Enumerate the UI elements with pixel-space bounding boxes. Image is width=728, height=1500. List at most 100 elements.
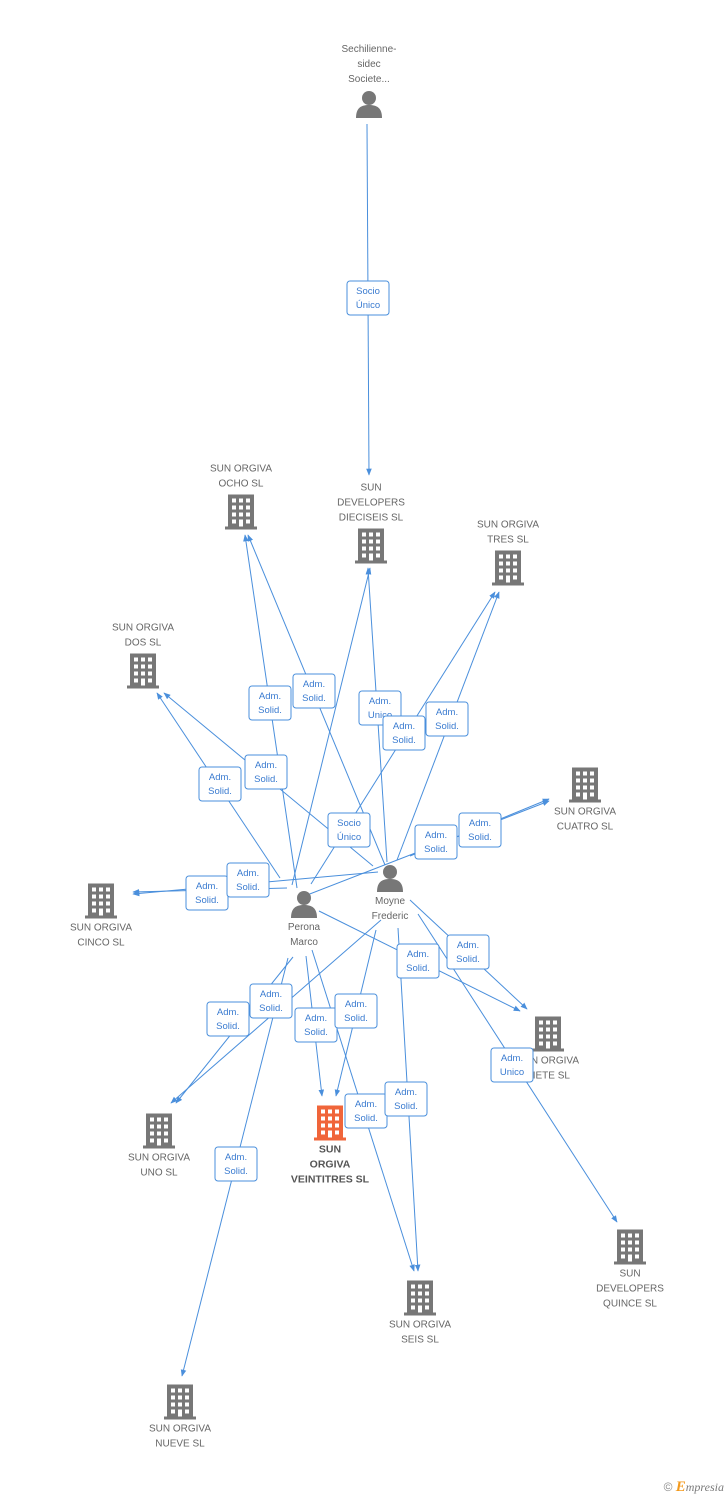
edge-label-perona-to-sun_orgiva_8[interactable]: Adm.Solid. xyxy=(248,685,292,721)
edge-label-line: Solid. xyxy=(424,844,448,855)
building-icon[interactable] xyxy=(614,1229,646,1265)
edge-label-box xyxy=(346,280,390,316)
edge-label-line: Adm. xyxy=(217,1007,239,1018)
person-icon[interactable] xyxy=(356,91,382,118)
building-icon[interactable] xyxy=(225,494,257,530)
edge-label-line: Solid. xyxy=(344,1013,368,1024)
building-icon[interactable] xyxy=(314,1105,346,1141)
node-label-line: DIECISEIS SL xyxy=(339,513,404,524)
edge-label-perona-to-sun_orgiva_4[interactable]: Adm.Solid. xyxy=(458,812,502,848)
building-icon[interactable] xyxy=(569,767,601,803)
building-icon[interactable] xyxy=(355,528,387,564)
edge-label-line: Adm. xyxy=(469,818,491,829)
edge-label-perona-to-sun_orgiva_7[interactable]: Adm.Solid. xyxy=(396,943,440,979)
edge-label-line: Solid. xyxy=(195,895,219,906)
edge-label-perona-to-sun_orgiva_9[interactable]: Adm. Solid. xyxy=(214,1146,258,1182)
edge-label-moyne-to-sun_dev_15[interactable]: Adm.Unico xyxy=(490,1047,534,1083)
edge-label-line: Solid. xyxy=(216,1021,240,1032)
node-label-line: sidec xyxy=(357,59,380,70)
person-icon[interactable] xyxy=(291,891,317,918)
edge-label-line: Solid. xyxy=(456,954,480,965)
node-label-line: Sechilienne- xyxy=(341,44,396,55)
building-icon[interactable] xyxy=(143,1113,175,1149)
edge-label-line: Adm. xyxy=(425,830,447,841)
edge-label-line: Adm. xyxy=(237,868,259,879)
building-icon[interactable] xyxy=(532,1016,564,1052)
node-label-line: SUN ORGIVA xyxy=(554,807,616,818)
edge-label-box xyxy=(334,993,378,1029)
person-icon[interactable] xyxy=(377,865,403,892)
building-icon[interactable] xyxy=(164,1384,196,1420)
node-label-line: NUEVE SL xyxy=(155,1439,205,1450)
edge-label-box xyxy=(206,1001,250,1037)
edge-label-moyne-to-sun_orgiva_3[interactable]: Adm.Solid. xyxy=(425,701,469,737)
node-label-line: SUN ORGIVA xyxy=(112,623,174,634)
edge-label-line: Adm. xyxy=(259,691,281,702)
node-sun_dev_16[interactable]: SUN DEVELOPERS DIECISEIS SL xyxy=(337,483,405,564)
edge-label-line: Solid. xyxy=(224,1166,248,1177)
edge-label-line: Adm. xyxy=(225,1152,247,1163)
node-label-line: SUN ORGIVA xyxy=(517,1056,579,1067)
edge-label-line: Solid. xyxy=(302,693,326,704)
edge-label-perona-to-sun_orgiva_23[interactable]: Adm.Solid. xyxy=(294,1007,338,1043)
node-sechilienne[interactable]: Sechilienne-sidecSociete... xyxy=(341,44,397,118)
edge-label-line: Solid. xyxy=(435,721,459,732)
edge-labels-layer: SocioÚnicoAdm.Solid.Adm.Solid.SocioÚnico… xyxy=(185,280,534,1182)
edge-label-box xyxy=(249,983,293,1019)
empresia-logo[interactable]: Empresia xyxy=(676,1479,724,1495)
edge-label-moyne-to-sun_orgiva_4[interactable]: Adm. Solid. xyxy=(414,824,458,860)
edge-label-moyne-to-sun_orgiva_5[interactable]: Adm.Solid. xyxy=(226,862,270,898)
building-icon[interactable] xyxy=(404,1280,436,1316)
edge-label-line: Adm. xyxy=(395,1087,417,1098)
edge-label-perona-to-sun_orgiva_6[interactable]: Adm.Solid. xyxy=(344,1093,388,1129)
edge-label-box xyxy=(446,934,490,970)
edge-label-line: Unico xyxy=(500,1067,524,1078)
node-label-line: SUN xyxy=(619,1269,640,1280)
node-label-line: Perona xyxy=(288,922,321,933)
edge-label-box xyxy=(292,673,336,709)
edge-label-moyne-to-sun_orgiva_1[interactable]: Adm.Solid. xyxy=(249,983,293,1019)
edge-label-line: Único xyxy=(337,832,361,843)
edge-label-line: Solid. xyxy=(254,774,278,785)
edge-label-line: Solid. xyxy=(259,1003,283,1014)
edge-label-moyne-to-sun_orgiva_2[interactable]: Adm.Solid. xyxy=(244,754,288,790)
edge-label-box xyxy=(382,715,426,751)
edge-label-perona-to-sun_orgiva_1[interactable]: Adm. Solid. xyxy=(206,1001,250,1037)
node-label-line: SUN xyxy=(360,483,381,494)
node-label-line: CINCO SL xyxy=(77,938,125,949)
edge-label-box xyxy=(384,1081,428,1117)
edge-label-perona-to-sun_orgiva_5[interactable]: Adm.Solid. xyxy=(185,875,229,911)
edge-label-perona-to-sun_orgiva_3[interactable]: Adm.Solid. xyxy=(382,715,426,751)
node-label-line: Marco xyxy=(290,937,318,948)
edge-label-line: Solid. xyxy=(208,786,232,797)
node-label-line: DEVELOPERS xyxy=(337,498,405,509)
edge-label-line: Solid. xyxy=(406,963,430,974)
building-icon[interactable] xyxy=(127,653,159,689)
footer-brand[interactable]: © Empresia xyxy=(664,1479,724,1496)
edge-label-moyne-to-sun_orgiva_6[interactable]: Adm.Solid. xyxy=(384,1081,428,1117)
edge-label-moyne-to-sun_orgiva_23[interactable]: Adm.Solid. xyxy=(334,993,378,1029)
building-icon[interactable] xyxy=(85,883,117,919)
edge-label-moyne-to-sun_orgiva_8[interactable]: Adm. Solid. xyxy=(292,673,336,709)
edge-label-moyne-to-sun_orgiva_7[interactable]: Adm.Solid. xyxy=(446,934,490,970)
edge-label-line: Adm. xyxy=(303,679,325,690)
edge-label-perona-to-sun_orgiva_2[interactable]: Adm.Solid. xyxy=(198,766,242,802)
building-icon[interactable] xyxy=(492,550,524,586)
edge-label-line: Solid. xyxy=(392,735,416,746)
